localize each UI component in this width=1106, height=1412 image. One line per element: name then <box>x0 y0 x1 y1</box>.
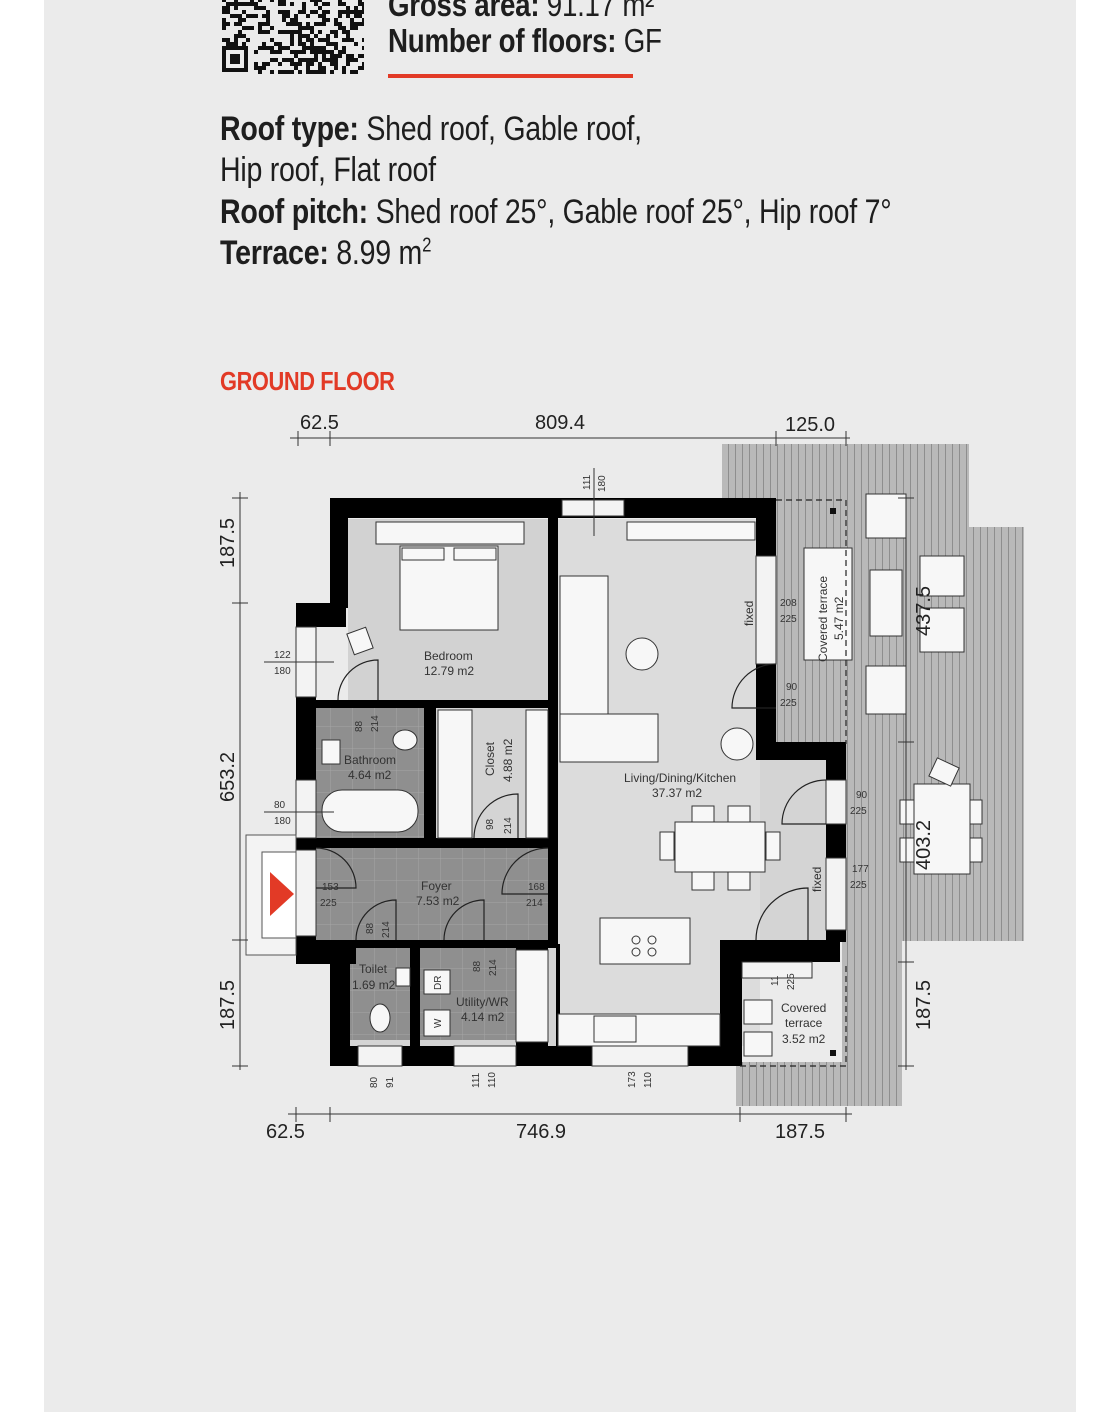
covered-terrace-bottom-name: Covered <box>781 1001 826 1015</box>
opening-toilet-door-a: 88 <box>365 922 376 934</box>
dim-right-2: 403.2 <box>913 820 935 870</box>
roof-type-line-2: Hip roof, Flat roof <box>220 151 436 190</box>
accent-rule <box>388 74 633 78</box>
utility-area: 4.14 m2 <box>461 1010 505 1024</box>
dim-bottom-2: 746.9 <box>516 1121 566 1143</box>
opening-closet-door-a: 98 <box>485 818 496 830</box>
roof-type-value-2: Hip roof, Flat roof <box>220 151 436 189</box>
bedroom-area: 12.79 m2 <box>424 664 474 678</box>
opening-foyer-window-a: 153 <box>322 882 339 893</box>
opening-bottom2-b: 110 <box>487 1072 498 1088</box>
dim-top-2: 809.4 <box>535 412 585 434</box>
toilet-name: Toilet <box>359 962 388 976</box>
roof-type-value-1: Shed roof, Gable roof, <box>366 110 642 148</box>
terrace-line: Terrace: 8.99 m2 <box>220 234 431 273</box>
windows <box>295 499 847 1067</box>
floors-label: Number of floors: <box>388 22 617 59</box>
opening-bottom3-b: 110 <box>643 1072 654 1088</box>
gross-area-line: Gross area: 91.17 m² <box>388 0 654 24</box>
terrace-value: 8.99 m <box>336 234 423 272</box>
bedroom-name: Bedroom <box>424 649 473 663</box>
utility-name: Utility/WR <box>456 995 509 1009</box>
foyer-name: Foyer <box>421 879 452 893</box>
opening-living-window3-a: 177 <box>852 864 869 875</box>
opening-foyer-door-b: 214 <box>526 898 543 909</box>
opening-top-b: 180 <box>597 475 608 492</box>
opening-living-door1-a: 90 <box>786 682 798 693</box>
dim-left-3: 187.5 <box>217 980 239 1030</box>
opening-util-door-a: 88 <box>472 960 483 972</box>
roof-type-label: Roof type: <box>220 110 359 148</box>
roof-pitch-line: Roof pitch: Shed roof 25°, Gable roof 25… <box>220 193 892 232</box>
dim-right-1: 437.5 <box>913 586 935 636</box>
opening-bottom1-a: 80 <box>369 1076 380 1088</box>
opening-terrace-b: 225 <box>786 973 797 990</box>
living-area: 37.37 m2 <box>652 786 702 800</box>
washer-label: W <box>433 1018 444 1028</box>
opening-bed-door-a: 88 <box>354 720 365 732</box>
closet-name: Closet <box>483 741 497 776</box>
door-swings <box>315 659 827 941</box>
fixed-window-label-2: fixed <box>810 867 824 892</box>
covered-terrace-top-area: 5.47 m2 <box>832 596 846 640</box>
opening-foyer-door-a: 168 <box>528 882 545 893</box>
opening-living-window3-b: 225 <box>850 880 867 891</box>
gross-area-value: 91.17 m² <box>546 0 655 23</box>
dim-bottom-1: 62.5 <box>266 1121 305 1143</box>
dim-top-1: 62.5 <box>300 412 339 434</box>
bathroom-name: Bathroom <box>344 753 396 767</box>
dimension-lines <box>232 431 914 1122</box>
opening-bottom1-b: 91 <box>385 1076 396 1088</box>
opening-terrace-a: 11 <box>770 975 781 986</box>
closet-area: 4.88 m2 <box>501 738 515 782</box>
opening-bottom3-a: 173 <box>627 1071 638 1088</box>
floors-line: Number of floors: GF <box>388 22 662 60</box>
fixed-window-label-1: fixed <box>742 601 756 626</box>
bathroom-area: 4.64 m2 <box>348 768 392 782</box>
terrace-unit-superscript: 2 <box>422 234 432 257</box>
living-name: Living/Dining/Kitchen <box>624 771 736 785</box>
opening-left-b: 180 <box>274 666 291 677</box>
floors-value: GF <box>623 22 662 59</box>
qr-code[interactable] <box>220 0 364 78</box>
furniture <box>321 493 983 1057</box>
dryer-label: DR <box>433 976 444 990</box>
cooktop-icon <box>631 935 657 957</box>
opening-living-window-a: 208 <box>780 598 797 609</box>
floor-title: GROUND FLOOR <box>220 366 395 396</box>
terrace-label: Terrace: <box>220 234 329 272</box>
opening-toilet-door-b: 214 <box>381 921 392 938</box>
gross-area-label: Gross area: <box>388 0 540 23</box>
dim-bottom-3: 187.5 <box>775 1121 825 1143</box>
toilet-area: 1.69 m2 <box>352 978 396 992</box>
opening-bed-door-b: 214 <box>370 715 381 732</box>
opening-top-a: 111 <box>582 474 593 490</box>
opening-living-window-b: 225 <box>780 614 797 625</box>
opening-living-door1-b: 225 <box>780 698 797 709</box>
dim-top-3: 125.0 <box>785 414 835 436</box>
opening-living-door2-a: 90 <box>856 790 868 801</box>
opening-closet-door-b: 214 <box>503 817 514 834</box>
opening-foyer-window-b: 225 <box>320 898 337 909</box>
dim-right-3: 187.5 <box>913 980 935 1030</box>
covered-terrace-bottom-area: 3.52 m2 <box>782 1032 826 1046</box>
covered-terrace-top-name: Covered terrace <box>816 576 830 662</box>
foyer-area: 7.53 m2 <box>416 894 460 908</box>
opening-left-a: 122 <box>274 650 291 661</box>
dim-left-2: 653.2 <box>217 752 239 802</box>
opening-living-door2-b: 225 <box>850 806 867 817</box>
opening-bath-b: 180 <box>274 816 291 827</box>
roof-pitch-value: Shed roof 25°, Gable roof 25°, Hip roof … <box>375 193 892 231</box>
opening-bath-a: 80 <box>274 800 286 811</box>
entrance-arrow-icon[interactable] <box>270 872 294 916</box>
roof-type-line: Roof type: Shed roof, Gable roof, <box>220 110 642 149</box>
walls <box>296 498 846 1066</box>
opening-bottom2-a: 111 <box>471 1072 482 1088</box>
dim-left-1: 187.5 <box>217 518 239 568</box>
roof-pitch-label: Roof pitch: <box>220 193 368 231</box>
covered-terrace-bottom-name-2: terrace <box>785 1016 823 1030</box>
opening-util-door-b: 214 <box>488 959 499 976</box>
covered-terrace-outline <box>740 499 847 1067</box>
